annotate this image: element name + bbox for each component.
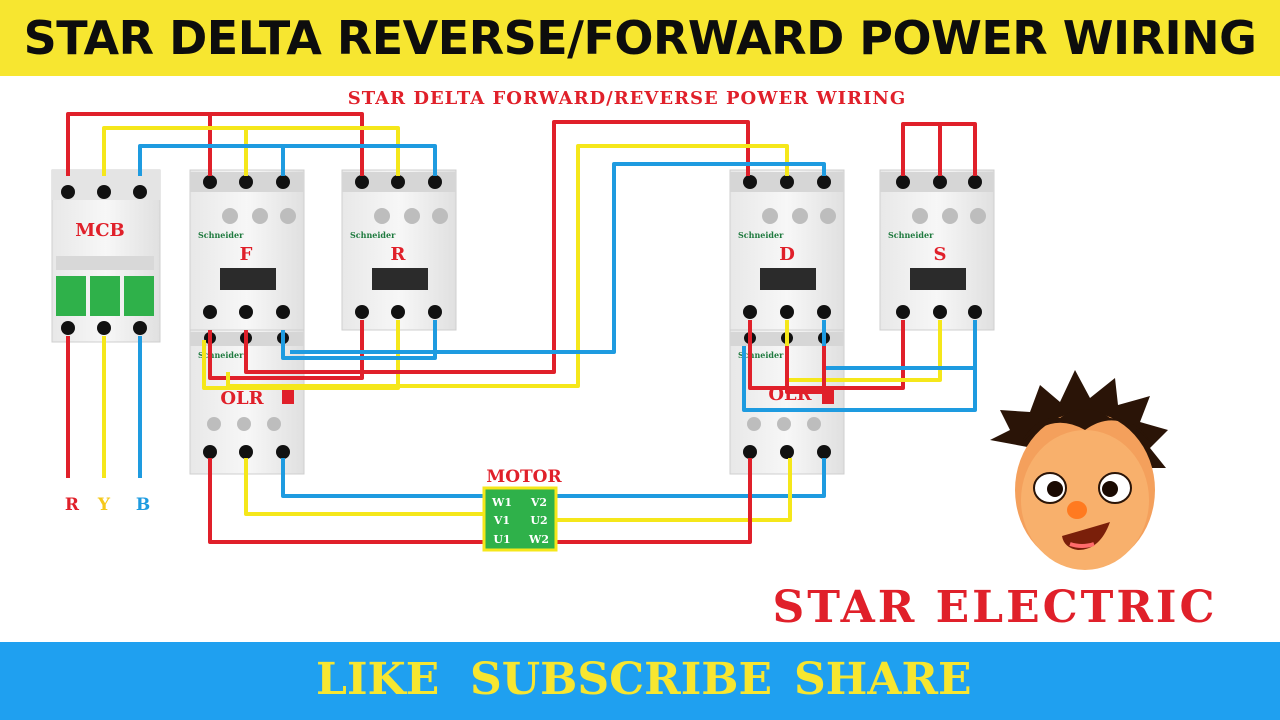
brand-small-d: Schneider	[738, 230, 784, 240]
motor-terminal-u1: U1	[493, 533, 510, 546]
wire-red-r-cross	[208, 320, 364, 380]
motor-terminal-v1: V1	[493, 514, 510, 527]
diagram-svg: STAR DELTA FORWARD/REVERSE POWER WIRING …	[51, 88, 1217, 633]
mcb-label: MCB	[75, 220, 124, 241]
motor-block: MOTOR W1 V1 U1 V2 U2 W2	[482, 467, 562, 552]
wire-red-w2	[556, 458, 752, 544]
diagram-subtitle: STAR DELTA FORWARD/REVERSE POWER WIRING	[348, 88, 906, 109]
phase-label-y: Y	[97, 495, 111, 515]
wire-red-u1	[208, 458, 484, 544]
wire-star-short	[901, 122, 977, 176]
motor-terminal-w1: W1	[491, 496, 512, 509]
share-text: SHARE	[794, 654, 972, 705]
brand-small-s: Schneider	[888, 230, 934, 240]
motor-terminal-v2: V2	[530, 496, 547, 509]
olr-label-left: OLR	[220, 388, 264, 409]
wire-blue-supply	[138, 144, 437, 176]
banner-title: STAR DELTA REVERSE/FORWARD POWER WIRING	[23, 11, 1257, 65]
wire-blue-f-to-d	[290, 162, 826, 354]
like-text: LIKE	[316, 654, 440, 705]
brand-small-olr2: Schneider	[738, 350, 784, 360]
wire-red-d-to-s	[748, 320, 905, 390]
contactor-r-label: R	[391, 244, 407, 265]
wire-yellow-v1	[244, 458, 484, 516]
brand-name: STAR ELECTRIC	[772, 582, 1217, 633]
wire-blue-u2	[556, 458, 826, 498]
wire-blue-r-cross	[281, 320, 437, 360]
footer-banner: LIKE SUBSCRIBE SHARE	[0, 642, 1280, 720]
contactor-star: Schneider S	[879, 169, 995, 331]
motor-terminal-u2: U2	[530, 514, 547, 527]
title-banner: STAR DELTA REVERSE/FORWARD POWER WIRING	[0, 0, 1280, 76]
brand-small-olr1: Schneider	[198, 350, 244, 360]
contactor-forward: Schneider F	[189, 169, 305, 331]
motor-title: MOTOR	[486, 467, 562, 487]
wire-blue-w1	[281, 458, 484, 498]
wire-yellow-supply	[102, 126, 400, 176]
contactor-delta: Schneider D	[729, 169, 845, 331]
wire-blue-d-to-s-b	[742, 330, 977, 412]
mcb-breaker: MCB	[51, 169, 161, 343]
brand-small-r: Schneider	[350, 230, 396, 240]
subscribe-text: SUBSCRIBE	[470, 654, 773, 705]
wire-yellow-v2	[556, 458, 792, 522]
wires	[66, 112, 977, 544]
phase-label-b: B	[136, 495, 150, 515]
cartoon-face-icon	[990, 370, 1168, 570]
contactor-f-label: F	[240, 244, 253, 265]
contactor-s-label: S	[934, 244, 947, 265]
brand-small-f: Schneider	[198, 230, 244, 240]
wire-red-f-to-d	[244, 120, 750, 374]
phase-label-r: R	[65, 495, 80, 515]
wiring-diagram: STAR DELTA FORWARD/REVERSE POWER WIRING …	[8, 76, 1272, 642]
wire-red-d-loop	[785, 346, 826, 394]
motor-terminal-w2: W2	[528, 533, 549, 546]
contactor-reverse: Schneider R	[341, 169, 457, 331]
wire-yellow-f-to-d	[226, 144, 789, 388]
contactor-d-label: D	[779, 244, 795, 265]
